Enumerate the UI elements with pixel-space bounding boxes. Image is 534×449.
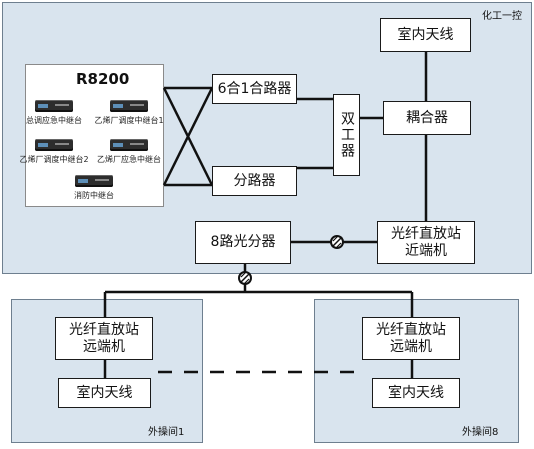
device-label: 消防中继台 (74, 191, 114, 200)
repeater-chassis-icon (75, 175, 113, 187)
duplexer-box: 双工器 (333, 94, 360, 176)
duplexer-label: 双工器 (339, 111, 355, 159)
device-label: 乙烯厂应急中继台 (97, 155, 161, 164)
cross-line-b (162, 87, 214, 186)
repeater-chassis-icon (35, 139, 73, 151)
repeater-chassis-icon (35, 100, 73, 112)
far-end-left-box: 光纤直放站 远端机 (55, 317, 153, 360)
device-label: 乙烯厂调度中继台1 (94, 116, 164, 125)
splitter-box: 分路器 (212, 166, 297, 196)
fiber-symbol-icon (238, 271, 252, 285)
indoor-antenna-main-box: 室内天线 (380, 18, 471, 52)
indoor-antenna-left-box: 室内天线 (58, 378, 151, 408)
far-end-right-box: 光纤直放站 远端机 (362, 317, 460, 360)
combiner-box: 6合1合路器 (212, 74, 297, 104)
near-end-unit-box: 光纤直放站 近端机 (377, 221, 475, 264)
remote-right-label: 外操间8 (462, 427, 499, 438)
r8200-title: R8200 (76, 70, 130, 88)
coupler-box: 耦合器 (383, 101, 471, 135)
indoor-antenna-right-box: 室内天线 (372, 378, 460, 408)
repeater-chassis-icon (110, 139, 148, 151)
remote-left-label: 外操间1 (148, 427, 185, 438)
device-label: 乙烯厂调度中继台2 (19, 155, 89, 164)
device-label: 总调应急中继台 (26, 116, 82, 125)
repeater-chassis-icon (110, 100, 148, 112)
main-region-label: 化工一控 (482, 11, 522, 22)
fiber-symbol-icon (330, 235, 344, 249)
optical-splitter-box: 8路光分器 (195, 221, 291, 264)
